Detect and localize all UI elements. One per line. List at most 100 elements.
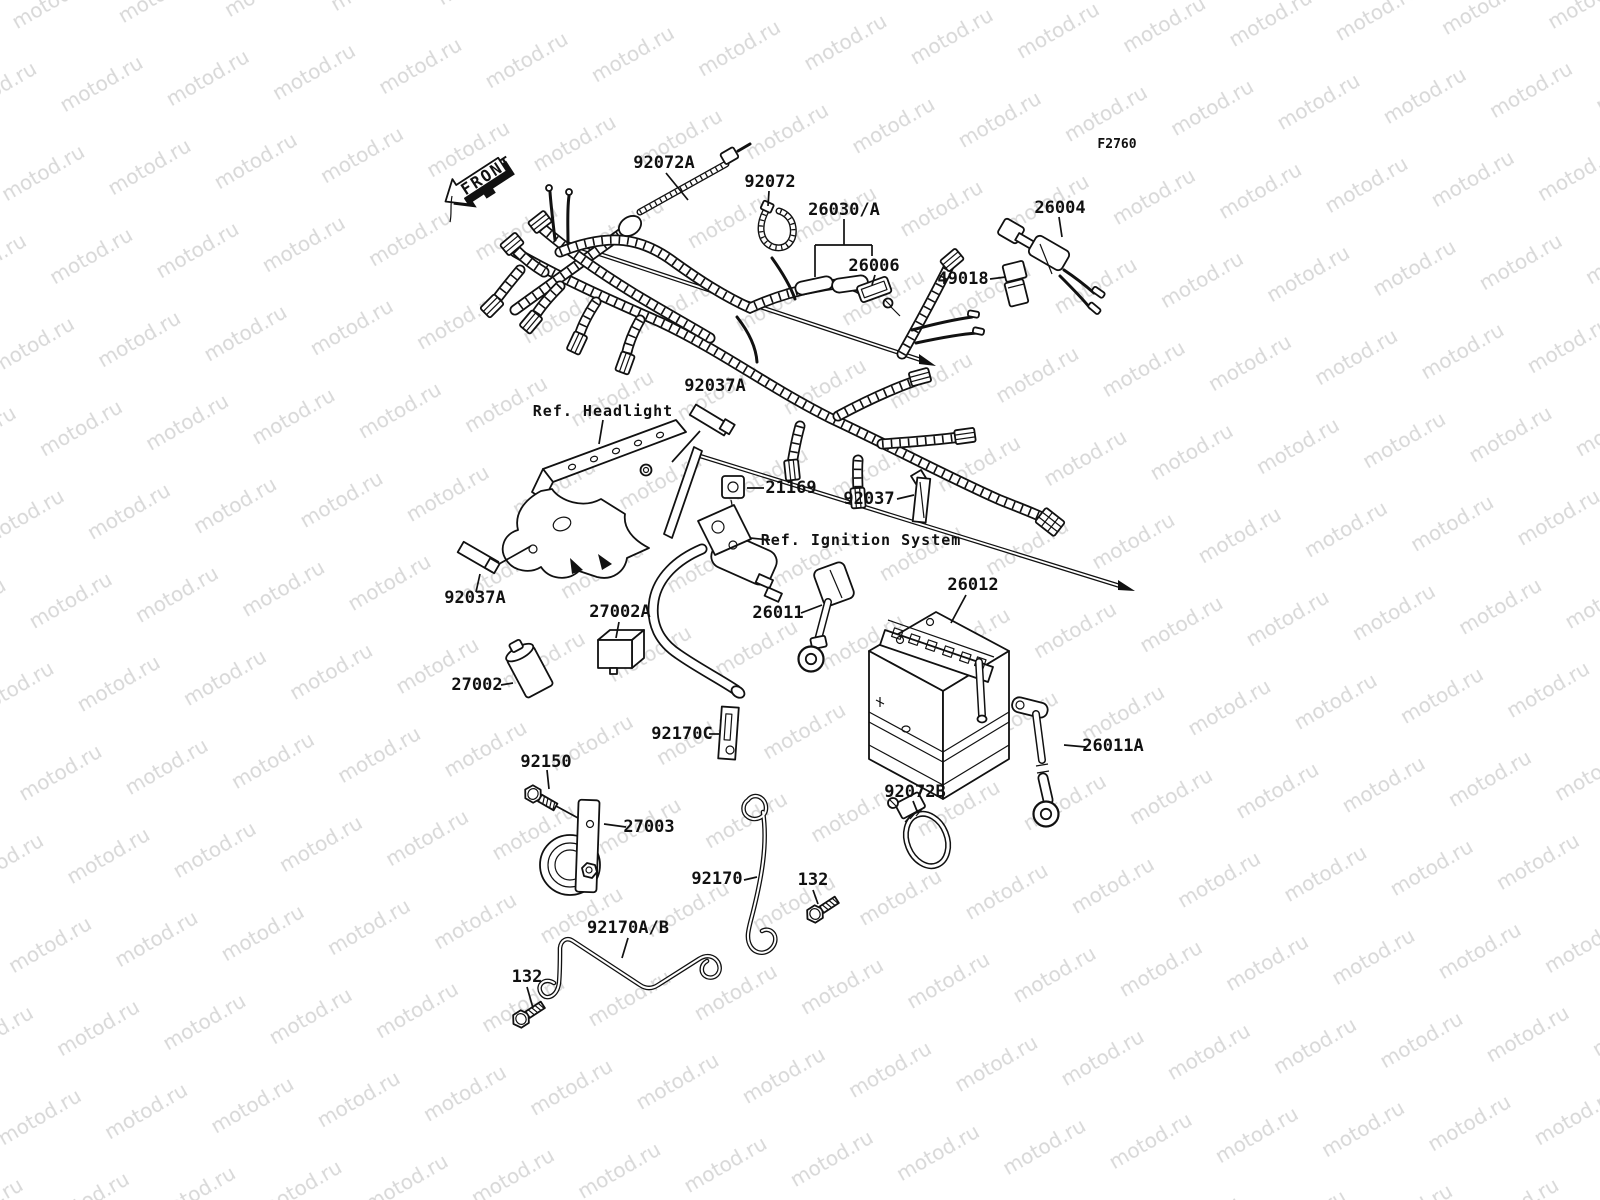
headlight-bracket bbox=[501, 419, 703, 579]
switch-body bbox=[1003, 278, 1030, 308]
part-label-26030A: 26030/A bbox=[808, 200, 880, 220]
part-label-92037A-top: 92037A bbox=[684, 376, 745, 396]
part-label-92037: 92037 bbox=[843, 489, 894, 509]
bare-wire bbox=[548, 190, 557, 242]
cap-hole bbox=[727, 481, 739, 493]
horn-bracket bbox=[574, 798, 601, 894]
band-hatch bbox=[904, 806, 925, 823]
connector bbox=[953, 426, 977, 446]
bar-hole bbox=[567, 463, 577, 471]
bar-hole bbox=[655, 431, 665, 439]
damper-92037A-bottom bbox=[456, 540, 501, 575]
vent-cap bbox=[924, 639, 938, 652]
coil-terminal bbox=[754, 573, 774, 590]
bracket-arm bbox=[501, 488, 650, 579]
leader-26030A bbox=[814, 219, 873, 277]
bracket-strut bbox=[663, 446, 703, 539]
tube-end bbox=[976, 714, 988, 724]
battery-26012 bbox=[868, 611, 1010, 800]
damper-92170C bbox=[717, 705, 740, 761]
leader-92072B bbox=[912, 800, 918, 812]
arm-claw bbox=[570, 558, 583, 574]
bar-hole bbox=[633, 439, 643, 447]
relay-27002A bbox=[597, 629, 645, 675]
tie-tip bbox=[736, 142, 752, 153]
screw-slot bbox=[889, 799, 897, 807]
ignition-coil bbox=[647, 504, 783, 699]
vent-cap-strip bbox=[879, 629, 994, 683]
leader-27003 bbox=[603, 823, 627, 828]
ring-terminal bbox=[1032, 800, 1060, 828]
cap-body bbox=[721, 475, 745, 499]
battery-cable-26011A bbox=[1011, 696, 1060, 828]
bracket-hole bbox=[585, 819, 595, 829]
leader-26011A bbox=[1063, 744, 1087, 748]
bullet-terminal bbox=[1087, 301, 1102, 315]
part-label-27002: 27002 bbox=[451, 675, 502, 695]
relay-pin bbox=[609, 667, 618, 675]
part-label-26011A: 26011A bbox=[1082, 736, 1143, 756]
part-label-92037A-bottom: 92037A bbox=[444, 588, 505, 608]
wiring-harness bbox=[479, 184, 1066, 538]
boot-line bbox=[829, 569, 843, 599]
body bbox=[1027, 234, 1071, 272]
bare-wire bbox=[566, 194, 571, 246]
part-label-132-a: 132 bbox=[798, 870, 829, 890]
ref-label-headlight: Ref. Headlight bbox=[533, 402, 673, 420]
part-label-92072B: 92072B bbox=[884, 782, 945, 802]
coil-terminal bbox=[763, 586, 783, 603]
leader-92072 bbox=[767, 190, 770, 207]
leader-92170AB bbox=[621, 937, 629, 959]
terminal bbox=[925, 617, 935, 627]
leader-49018 bbox=[989, 276, 1007, 280]
part-label-26004: 26004 bbox=[1034, 198, 1085, 218]
part-label-92072: 92072 bbox=[744, 172, 795, 192]
wire-end bbox=[545, 184, 553, 192]
part-label-92150: 92150 bbox=[520, 752, 571, 772]
part-label-26006: 26006 bbox=[848, 256, 899, 276]
bar-hole bbox=[611, 447, 621, 455]
cable-tip-1 bbox=[919, 354, 936, 366]
relay-front bbox=[597, 639, 633, 669]
resistor-nipple bbox=[508, 638, 524, 653]
strip-hole bbox=[725, 745, 735, 755]
bullet-terminal bbox=[966, 309, 981, 319]
leader-ref-headlight bbox=[598, 419, 604, 445]
clamp-92072B bbox=[887, 791, 952, 870]
part-label-21169: 21169 bbox=[765, 478, 816, 498]
vent-cap bbox=[890, 627, 904, 640]
leader-ref-ignition bbox=[749, 537, 771, 541]
vent-cap bbox=[941, 645, 955, 658]
lead-end bbox=[730, 685, 746, 699]
arm-claw bbox=[598, 554, 612, 570]
leader-92037A-top bbox=[671, 430, 701, 463]
cable-tie-92072 bbox=[757, 199, 797, 252]
plate-hole bbox=[728, 540, 738, 550]
leader-92037 bbox=[896, 494, 915, 500]
lug-hole bbox=[1015, 700, 1025, 710]
leader-92150 bbox=[546, 769, 579, 819]
switch-line bbox=[1007, 283, 1025, 289]
leader-26011 bbox=[800, 604, 823, 614]
damper-92037 bbox=[910, 469, 932, 524]
front-arrow-tail bbox=[449, 195, 453, 223]
arm-hole bbox=[552, 516, 572, 532]
leader-92037A-bottom bbox=[475, 545, 532, 593]
bare-wire bbox=[770, 256, 797, 301]
horn-nut-center bbox=[585, 866, 593, 874]
part-label-27002A: 27002A bbox=[589, 602, 650, 622]
leader-92170 bbox=[743, 876, 758, 881]
cable-tie-92072A bbox=[636, 142, 752, 216]
damper-92037A-top bbox=[688, 403, 736, 437]
vent-cap bbox=[907, 633, 921, 646]
leader-26004 bbox=[1058, 216, 1063, 238]
leader-92072A bbox=[665, 172, 689, 201]
hook-wire-92170AB bbox=[537, 936, 722, 1000]
part-label-26012: 26012 bbox=[947, 575, 998, 595]
cable-tip-2 bbox=[1118, 580, 1135, 591]
coil-plate bbox=[697, 504, 752, 556]
bare-wire bbox=[735, 315, 759, 364]
strip-end bbox=[718, 418, 736, 436]
